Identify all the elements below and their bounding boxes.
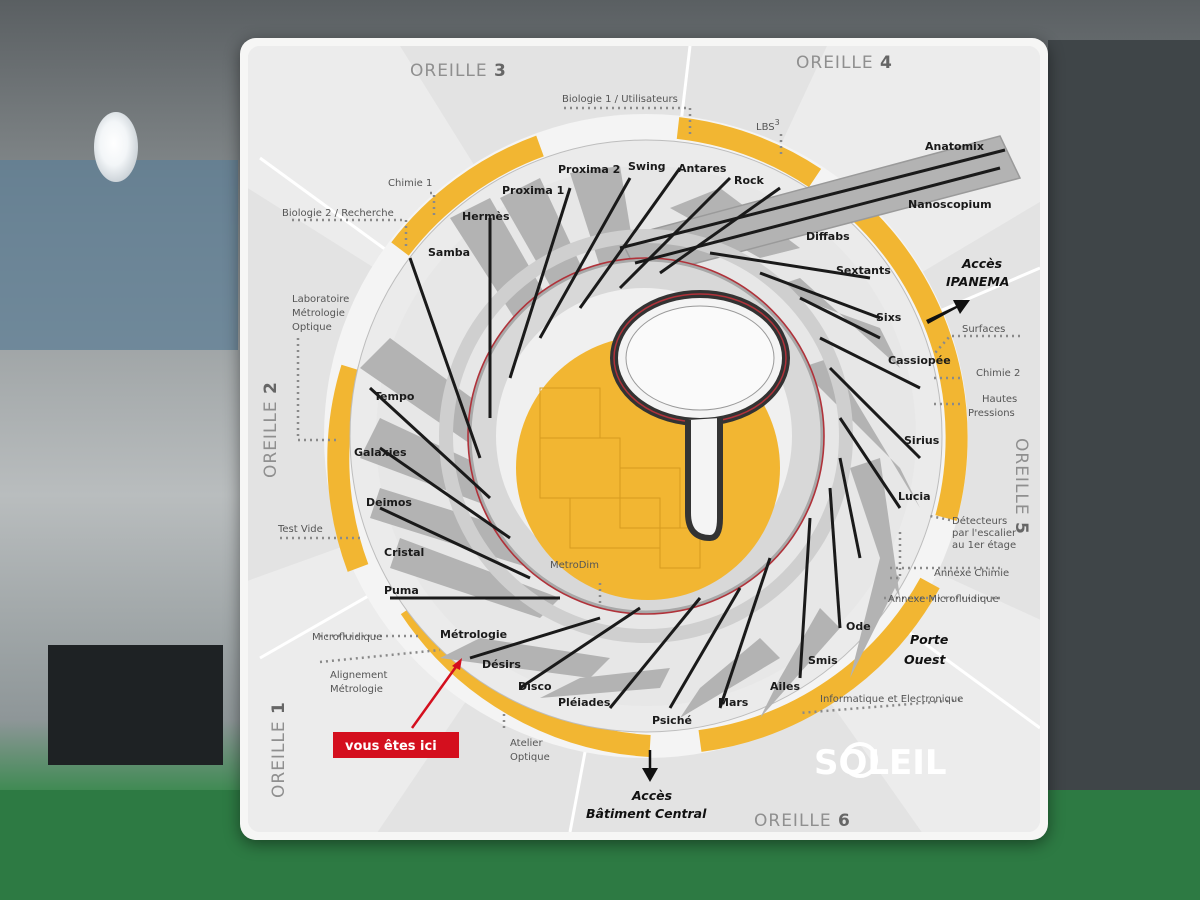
oreille-labels: OREILLE 3 OREILLE 4 OREILLE 2 OREILLE 5 … <box>261 53 1031 831</box>
oreille-1: OREILLE 1 <box>269 701 289 798</box>
label-disco: Disco <box>518 680 552 693</box>
label-informatique: Informatique et Electronique <box>820 694 963 705</box>
label-mars: Mars <box>718 696 749 709</box>
you-are-here-marker: vous êtes ici <box>333 658 462 758</box>
ipanema-arrow-icon <box>926 300 970 324</box>
label-cristal: Cristal <box>384 546 424 559</box>
label-par-escalier: par l'escalier <box>952 528 1017 539</box>
label-atelier: Atelier <box>510 738 543 749</box>
label-alignement: Alignement <box>330 670 387 681</box>
label-surfaces: Surfaces <box>962 324 1005 335</box>
storage-ring-line <box>467 257 825 615</box>
label-pressions: Pressions <box>968 408 1015 419</box>
label-hermes: Hermès <box>462 210 510 223</box>
label-sixs: Sixs <box>876 311 902 324</box>
svg-text:IPANEMA: IPANEMA <box>946 274 1009 289</box>
booster-ring <box>610 290 790 542</box>
label-pleiades: Pléiades <box>558 696 611 709</box>
label-desirs: Désirs <box>482 658 521 671</box>
access-batiment-central: Accès Bâtiment Central <box>586 750 707 821</box>
label-lucia: Lucia <box>898 490 931 503</box>
oreille-3: OREILLE 3 <box>410 61 507 81</box>
access-porte-ouest: Porte Ouest <box>904 632 948 667</box>
label-antares: Antares <box>678 162 727 175</box>
label-microfluidique: Microfluidique <box>312 632 382 643</box>
label-deimos: Deimos <box>366 496 412 509</box>
svg-text:Bâtiment Central: Bâtiment Central <box>586 806 707 821</box>
label-psiche: Psiché <box>652 714 692 727</box>
background-equipment <box>48 645 223 765</box>
label-tempo: Tempo <box>374 390 415 403</box>
central-building-rooms <box>539 387 701 569</box>
label-biologie-1: Biologie 1 / Utilisateurs <box>562 94 678 105</box>
label-sextants: Sextants <box>836 264 891 277</box>
label-galaxies: Galaxies <box>354 446 407 459</box>
svg-text:SOLEIL: SOLEIL <box>814 743 947 783</box>
facility-leaders <box>280 106 1020 728</box>
svg-text:vous êtes ici: vous êtes ici <box>345 739 437 754</box>
label-metrologie: Métrologie <box>440 628 507 641</box>
sun-icon <box>842 742 878 778</box>
label-annexe-microfluidique: Annexe Microfluidique <box>888 594 999 605</box>
label-swing: Swing <box>628 160 666 173</box>
label-anatomix: Anatomix <box>925 140 984 153</box>
central-arrow-icon <box>642 768 658 782</box>
label-ailes: Ailes <box>770 680 801 693</box>
label-alignement-metrologie: Métrologie <box>330 683 383 695</box>
label-atelier-optique: Optique <box>510 752 550 763</box>
svg-text:Porte: Porte <box>910 632 948 647</box>
label-puma: Puma <box>384 584 419 597</box>
label-proxima-2: Proxima 2 <box>558 163 620 176</box>
synchrotron-map-sign: Anatomix Nanoscopium Diffabs Sextants Si… <box>240 38 1048 840</box>
label-annexe-chimie: Annexe Chimie <box>934 568 1009 579</box>
label-laboratoire: Laboratoire <box>292 294 349 305</box>
label-samba: Samba <box>428 246 470 259</box>
access-ipanema: Accès IPANEMA <box>926 256 1009 324</box>
beamline-lines <box>368 148 1006 709</box>
label-biologie-2: Biologie 2 / Recherche <box>282 208 394 219</box>
label-1er-etage: au 1er étage <box>952 539 1016 551</box>
oreille-2: OREILLE 2 <box>261 381 281 478</box>
oreille-6: OREILLE 6 <box>754 811 851 831</box>
background-wall <box>1048 40 1200 860</box>
svg-text:Ouest: Ouest <box>904 652 946 667</box>
oreille-5: OREILLE 5 <box>1011 438 1031 535</box>
label-chimie-1: Chimie 1 <box>388 178 432 189</box>
svg-text:Accès: Accès <box>631 788 672 803</box>
label-hautes: Hautes <box>982 394 1017 405</box>
label-ode: Ode <box>846 620 871 633</box>
label-metrologie-lab: Métrologie <box>292 307 345 319</box>
svg-text:Accès: Accès <box>961 256 1002 271</box>
outer-ring-yellow <box>327 117 968 757</box>
label-cassiopee: Cassiopée <box>888 354 951 367</box>
beamline-labels: Anatomix Nanoscopium Diffabs Sextants Si… <box>354 140 992 727</box>
label-smis: Smis <box>808 654 838 667</box>
site-map: Anatomix Nanoscopium Diffabs Sextants Si… <box>248 46 1040 832</box>
label-diffabs: Diffabs <box>806 230 850 243</box>
label-test-vide: Test Vide <box>277 524 323 535</box>
background-lamp <box>94 112 138 182</box>
label-sirius: Sirius <box>904 434 940 447</box>
label-proxima-1: Proxima 1 <box>502 184 564 197</box>
label-optique-lab: Optique <box>292 322 332 333</box>
label-lbs: LBS3 <box>756 118 780 133</box>
facility-labels: Biologie 1 / Utilisateurs LBS3 Chimie 1 … <box>277 94 1020 763</box>
label-rock: Rock <box>734 174 765 187</box>
label-chimie-2: Chimie 2 <box>976 368 1020 379</box>
label-detecteurs: Détecteurs <box>952 515 1007 527</box>
oreille-4: OREILLE 4 <box>796 53 893 73</box>
label-metrodim: MetroDim <box>550 560 599 571</box>
soleil-logo: SOLEIL <box>814 742 947 783</box>
background-window <box>0 160 238 350</box>
label-nanoscopium: Nanoscopium <box>908 198 992 211</box>
